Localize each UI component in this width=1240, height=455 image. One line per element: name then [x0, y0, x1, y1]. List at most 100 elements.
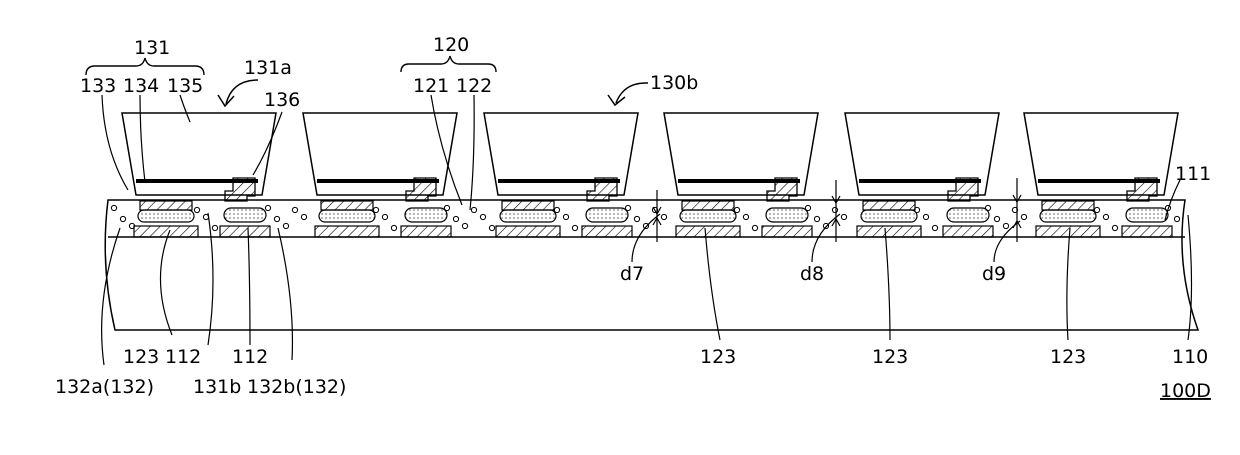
chip	[1024, 113, 1178, 210]
label-123-d: 123	[1050, 346, 1086, 368]
filler-particle	[120, 216, 125, 221]
filler-particle	[1174, 216, 1179, 221]
label-132a: 132a(132)	[55, 376, 154, 398]
filler-particle	[661, 214, 666, 219]
filler-particle	[283, 223, 288, 228]
solder-123-left	[861, 210, 917, 222]
solder-123-left	[319, 210, 375, 222]
filler-particle	[563, 214, 568, 219]
pad-112-left	[1036, 226, 1100, 237]
label-122: 122	[456, 75, 492, 97]
bump-pad-left	[1042, 201, 1094, 210]
pad-112-left	[676, 226, 740, 237]
arrow-130b	[608, 83, 648, 105]
solder-123-left	[500, 210, 556, 222]
filler-particle	[814, 216, 819, 221]
label-112-b: 112	[232, 346, 268, 368]
pad-112-right	[220, 226, 270, 237]
filler-particle	[301, 214, 306, 219]
filler-particle	[453, 216, 458, 221]
label-112-a: 112	[165, 346, 201, 368]
label-123-c: 123	[872, 346, 908, 368]
brace-131	[86, 58, 204, 75]
filler-particle	[489, 225, 494, 230]
figure-id: 100D	[1160, 380, 1211, 402]
arrow-131a	[218, 80, 258, 106]
solder-123-right	[766, 208, 808, 222]
label-121: 121	[413, 75, 449, 97]
filler-particle	[841, 214, 846, 219]
bump-pad-left	[140, 201, 192, 210]
filler-particle	[471, 207, 476, 212]
substrate-110	[105, 200, 1198, 330]
solder-123-right	[1126, 208, 1168, 222]
filler-particle	[292, 207, 297, 212]
filler-particle	[1003, 223, 1008, 228]
filler-particle	[373, 207, 378, 212]
label-111: 111	[1175, 163, 1211, 185]
label-130b: 130b	[650, 72, 698, 94]
label-131b: 131b	[193, 376, 241, 398]
filler-particle	[1094, 207, 1099, 212]
label-133: 133	[80, 75, 116, 97]
pad-112-left	[134, 226, 198, 237]
label-123-b: 123	[700, 346, 736, 368]
label-d7: d7	[620, 263, 644, 285]
label-123-a: 123	[123, 346, 159, 368]
filler-particle	[265, 205, 270, 210]
chip	[303, 113, 457, 210]
pad-112-left	[315, 226, 379, 237]
solder-123-left	[680, 210, 736, 222]
filler-particle	[212, 225, 217, 230]
filler-particle	[994, 216, 999, 221]
label-d9: d9	[982, 263, 1006, 285]
filler-particle	[274, 216, 279, 221]
pad-112-right	[1122, 226, 1172, 237]
pad-112-right	[943, 226, 993, 237]
filler-particle	[382, 214, 387, 219]
filler-particle	[111, 205, 116, 210]
filler-particle	[832, 207, 837, 212]
label-134: 134	[123, 75, 159, 97]
filler-particle	[752, 225, 757, 230]
solder-123-right	[405, 208, 447, 222]
chips-130b	[122, 113, 1178, 210]
bump-pad-left	[321, 201, 373, 210]
filler-particle	[932, 225, 937, 230]
bump-pad-left	[682, 201, 734, 210]
pad-112-right	[762, 226, 812, 237]
filler-particle	[1103, 214, 1108, 219]
label-110: 110	[1172, 346, 1208, 368]
label-120: 120	[433, 34, 469, 56]
solder-123-right	[947, 208, 989, 222]
filler-particle	[634, 216, 639, 221]
solder-123-left	[138, 210, 194, 222]
bump-pad-left	[863, 201, 915, 210]
label-d8: d8	[800, 263, 824, 285]
solder-123-right	[224, 208, 266, 222]
chip	[664, 113, 818, 210]
chip	[122, 113, 276, 210]
filler-particle	[194, 207, 199, 212]
label-136: 136	[264, 89, 300, 111]
filler-particle	[1021, 214, 1026, 219]
filler-particle	[554, 207, 559, 212]
filler-particle	[480, 214, 485, 219]
brace-120	[401, 56, 496, 72]
label-131: 131	[134, 37, 170, 59]
pad-112-left	[857, 226, 921, 237]
filler-particle	[923, 214, 928, 219]
filler-particle	[1112, 225, 1117, 230]
pad-112-left	[496, 226, 560, 237]
pad-112-right	[582, 226, 632, 237]
filler-particle	[391, 225, 396, 230]
solder-123-left	[1040, 210, 1096, 222]
solder-123-right	[586, 208, 628, 222]
label-132b: 132b(132)	[247, 376, 346, 398]
chip	[484, 113, 638, 210]
pad-112-right	[401, 226, 451, 237]
label-131a: 131a	[244, 57, 292, 79]
filler-particle	[572, 225, 577, 230]
